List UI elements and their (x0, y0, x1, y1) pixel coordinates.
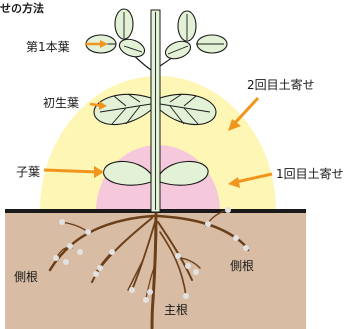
root-nodule (77, 249, 83, 255)
root-nodule (97, 265, 103, 271)
root-nodule (205, 221, 211, 227)
true-leaf-right (160, 11, 227, 66)
root-nodule (67, 243, 73, 249)
label-cotyledon: 子葉 (16, 165, 40, 179)
root-nodule (63, 259, 69, 265)
diagram-title: せの方法 (0, 2, 44, 16)
root-nodule (53, 255, 59, 261)
root-nodule (183, 293, 189, 299)
root-nodule (233, 235, 239, 241)
root-nodule (147, 289, 153, 295)
root-nodule (185, 263, 191, 269)
root-nodule (85, 229, 91, 235)
arrow-to-cotyledon (44, 170, 98, 172)
root-nodule (109, 249, 115, 255)
label-lateral-root-left: 側根 (14, 270, 38, 284)
stem (151, 10, 160, 212)
label-first-hilling: 1回目土寄せ (276, 167, 344, 181)
label-second-hilling: 2回目土寄せ (247, 78, 315, 92)
true-leaf-left (86, 9, 151, 70)
arrow-to-second-hilling (234, 98, 258, 124)
label-lateral-root-right: 側根 (230, 259, 254, 273)
root-nodule (129, 287, 135, 293)
root-nodule (143, 297, 149, 303)
root-nodule (193, 269, 199, 275)
root-nodule (59, 219, 65, 225)
root-nodule (175, 253, 181, 259)
root-nodule (225, 207, 231, 213)
root-nodule (93, 271, 99, 277)
root-nodule (243, 245, 249, 251)
label-primary-leaf: 初生葉 (43, 96, 79, 110)
label-main-root: 主根 (164, 303, 188, 317)
label-true-leaf: 第1本葉 (26, 40, 70, 54)
